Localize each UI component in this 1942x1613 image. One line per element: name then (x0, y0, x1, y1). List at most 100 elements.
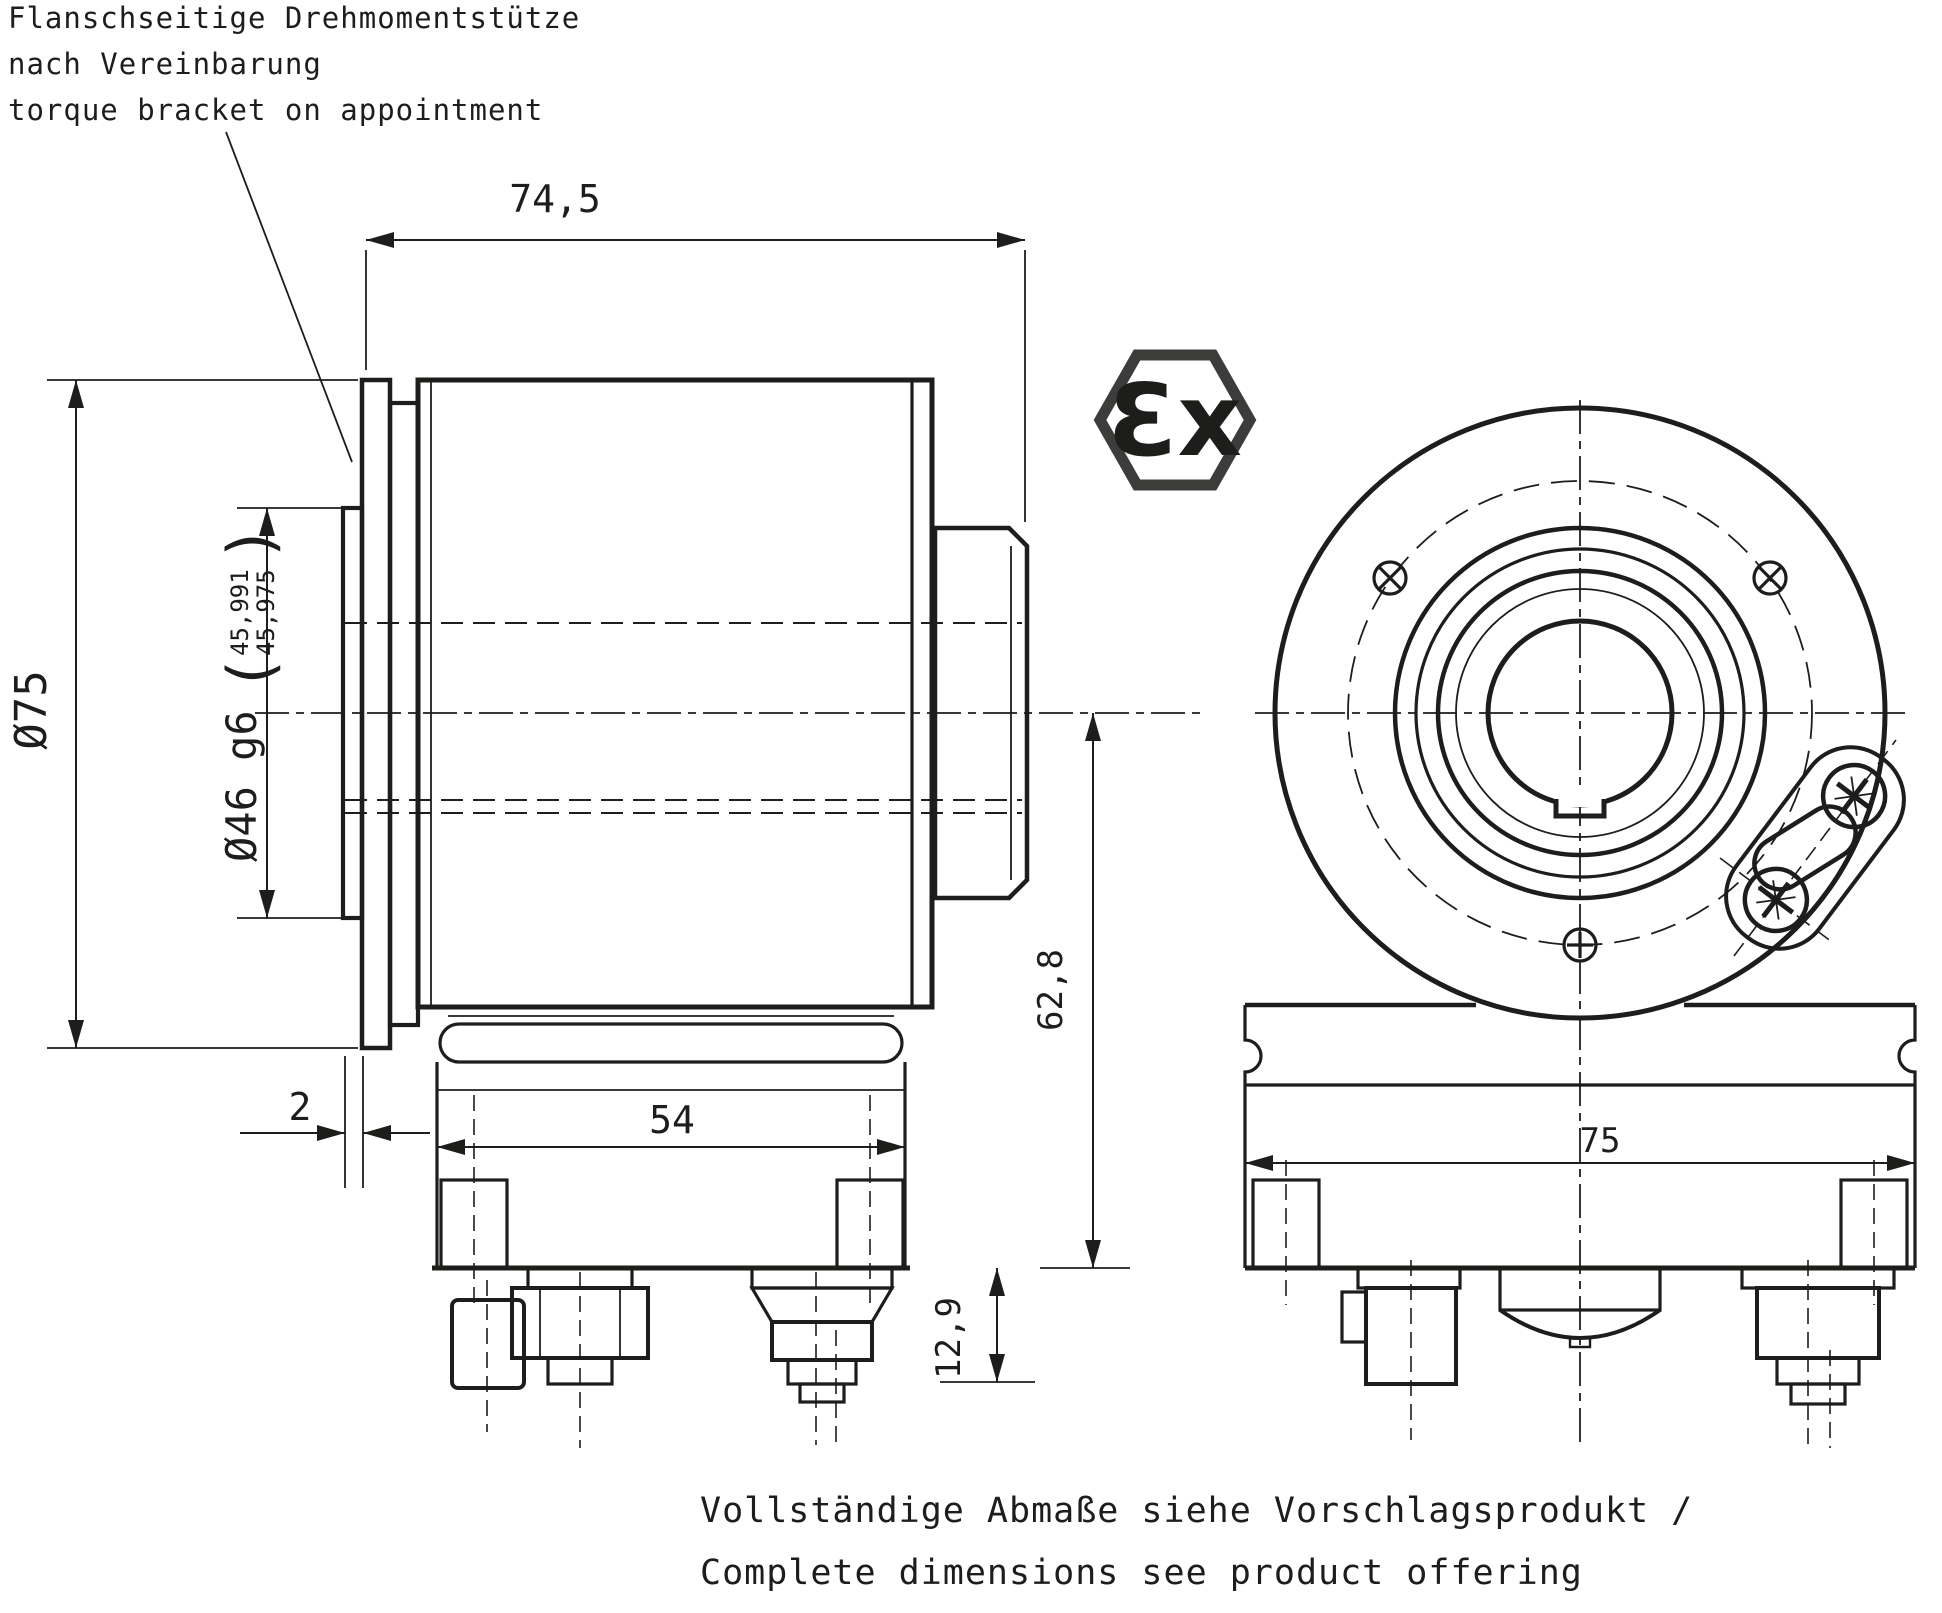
tolerance-lower: 45,975 (252, 569, 280, 656)
dimension-shaft-fit: Ø46 g6 ( 45,991 45,975 ) (214, 507, 345, 919)
screw-head (1562, 927, 1598, 963)
arrow-bottom (68, 1020, 84, 1048)
rear-cap (932, 525, 1030, 901)
pozi-d2 (1834, 792, 1874, 800)
ex-hexagon (1093, 349, 1257, 491)
arrow-left (1245, 1155, 1273, 1171)
gland-outline (1724, 745, 1906, 951)
arrow-left (437, 1139, 465, 1155)
bracket-left-edge (1243, 1005, 1263, 1268)
arrow-top (259, 508, 275, 536)
pozi-d2 (1756, 896, 1796, 904)
screw-head (1820, 762, 1888, 830)
dimension-flange-diameter: Ø75 (6, 379, 358, 1049)
dim-text-plate-thickness: 2 (289, 1085, 312, 1129)
housing-body (415, 377, 935, 1010)
front-connector-right (1740, 1260, 1896, 1448)
arrow-bottom (989, 1354, 1005, 1382)
dome-notch (1568, 1338, 1592, 1349)
dim-text-bracket-width: 75 (1580, 1121, 1621, 1161)
annotation-line-de-1: Flanschseitige Drehmomentstütze (8, 1, 580, 35)
arrow-right (877, 1139, 905, 1155)
seal-bead (438, 1022, 904, 1064)
arrow-right (1887, 1155, 1915, 1171)
ex-certification-mark: Ɛx (1093, 349, 1257, 491)
annotation-line-de-2: nach Vereinbarung (8, 47, 322, 81)
arrow-top (68, 380, 84, 408)
arrow-left (366, 232, 394, 248)
connector-flange (749, 1286, 895, 1324)
dim-text-flange-diameter: Ø75 (6, 670, 57, 749)
dim-text-body-width: 54 (649, 1098, 695, 1142)
bearing-ring-inner (1455, 588, 1705, 838)
footer-line-de: Vollständige Abmaße siehe Vorschlagsprod… (700, 1491, 1693, 1531)
dim-text-connector-height: 12,9 (929, 1297, 969, 1379)
connector-barrel (1755, 1286, 1881, 1360)
dimension-bracket-width: 75 (1245, 1121, 1915, 1171)
side-connector-right (749, 1266, 895, 1445)
connector-elbow (450, 1298, 526, 1390)
footer-line-en: Complete dimensions see product offering (700, 1553, 1583, 1593)
front-connector-left (1340, 1260, 1462, 1440)
tolerance-paren-close: ) (214, 525, 287, 562)
bearing-ring-outer (1435, 568, 1725, 858)
arrow-top (1085, 713, 1101, 741)
front-gland-dome (1498, 1266, 1662, 1349)
cable-gland (1724, 745, 1906, 951)
arrow-right (363, 1125, 391, 1141)
arrow-right (997, 232, 1025, 248)
connector-tip-2 (1789, 1382, 1847, 1406)
connector-flange (1740, 1266, 1896, 1290)
clamp-ring-inner (1414, 547, 1746, 879)
arrow-top (989, 1268, 1005, 1296)
gland-axis-centerline (1733, 739, 1897, 957)
dimension-body-width: 54 (437, 1098, 905, 1155)
keyway-notch (1553, 799, 1607, 819)
dome-arc (1498, 1308, 1662, 1340)
connector-tip-2 (798, 1382, 846, 1404)
bracket-right-edge (1897, 1005, 1917, 1268)
clamp-ring-outer (1392, 525, 1768, 901)
front-view (1243, 400, 1917, 1448)
connector-step (1340, 1290, 1368, 1344)
connector-barrel (770, 1320, 874, 1362)
arrow-bottom (1085, 1240, 1101, 1268)
screw-head (1752, 560, 1788, 596)
screw-bottom (1562, 927, 1598, 963)
shaft-fit-label: Ø46 g6 ( 45,991 45,975 ) (214, 525, 287, 862)
slot-outline (1752, 804, 1858, 892)
arrow-bottom (259, 890, 275, 918)
ex-glyph: Ɛx (1108, 362, 1242, 479)
arrow-left (317, 1125, 345, 1141)
dim-text-axis-to-bottom: 62,8 (1031, 949, 1071, 1031)
connector-tip (1775, 1356, 1861, 1386)
flange-plate (387, 400, 421, 1028)
connector-tip (786, 1358, 858, 1386)
side-view (255, 377, 1205, 1448)
gland-screw-top (1820, 762, 1888, 830)
screw-upper-left (1372, 560, 1408, 596)
leader-line (225, 131, 353, 463)
gland-screw-bottom (1742, 866, 1810, 934)
footer-note: Vollständige Abmaße siehe Vorschlagsprod… (700, 1491, 1693, 1593)
dim-text-overall-width: 74,5 (509, 177, 601, 221)
tolerance-upper: 45,991 (226, 569, 254, 656)
torque-plate (359, 377, 393, 1051)
screw-slot-b (1757, 565, 1783, 591)
connector-neck (750, 1266, 894, 1290)
side-connector-left (450, 1266, 650, 1448)
dimension-74-5: 74,5 (365, 177, 1026, 522)
dim-text-shaft-fit: Ø46 g6 (217, 710, 266, 862)
keyway-mask (1554, 792, 1606, 807)
dimension-plate-thickness: 2 (240, 1056, 430, 1188)
torque-bracket-annotation: Flanschseitige Drehmomentstütze nach Ver… (8, 1, 580, 463)
dimension-axis-to-bottom: 62,8 (1031, 713, 1130, 1269)
housing-outline-circle (1272, 405, 1888, 1021)
tolerance-paren-open: ( (214, 655, 287, 692)
dome-body (1498, 1266, 1662, 1312)
gland-slot (1752, 804, 1858, 892)
connector-flange (1356, 1266, 1462, 1290)
screw-head (1372, 560, 1408, 596)
